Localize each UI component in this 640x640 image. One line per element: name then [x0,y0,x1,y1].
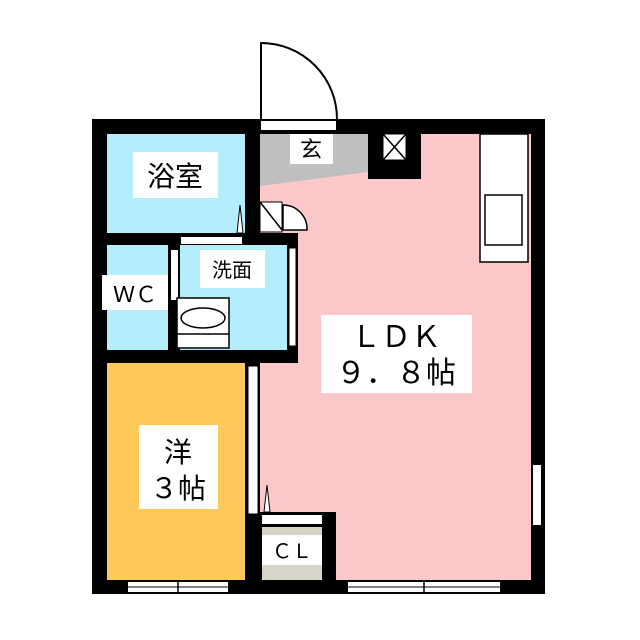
entrance-threshold [261,121,336,130]
window-western [128,580,228,594]
label-washroom: 洗面 [212,258,252,282]
label-genkan: 玄 [300,138,322,163]
wc-door[interactable] [171,250,178,300]
label-bath: 浴室 [147,160,203,193]
closet-door[interactable] [262,515,322,524]
label-ldk-size: ９．８帖 [336,356,456,391]
window-ldk-east [533,465,541,525]
label-western-size: ３帖 [150,472,206,505]
kitchen-sink [484,194,523,246]
label-ldk: ＬＤＫ [351,320,441,355]
entrance-door[interactable] [260,41,338,120]
label-western: 洋 [164,436,192,469]
window-ldk-south [348,580,500,594]
bath-door[interactable] [181,237,242,244]
label-closet: ＣＬ [272,539,312,563]
label-wc: ＷＣ [113,283,157,308]
western-sliding-door[interactable] [247,365,259,515]
washroom-sliding-door[interactable] [288,247,297,347]
